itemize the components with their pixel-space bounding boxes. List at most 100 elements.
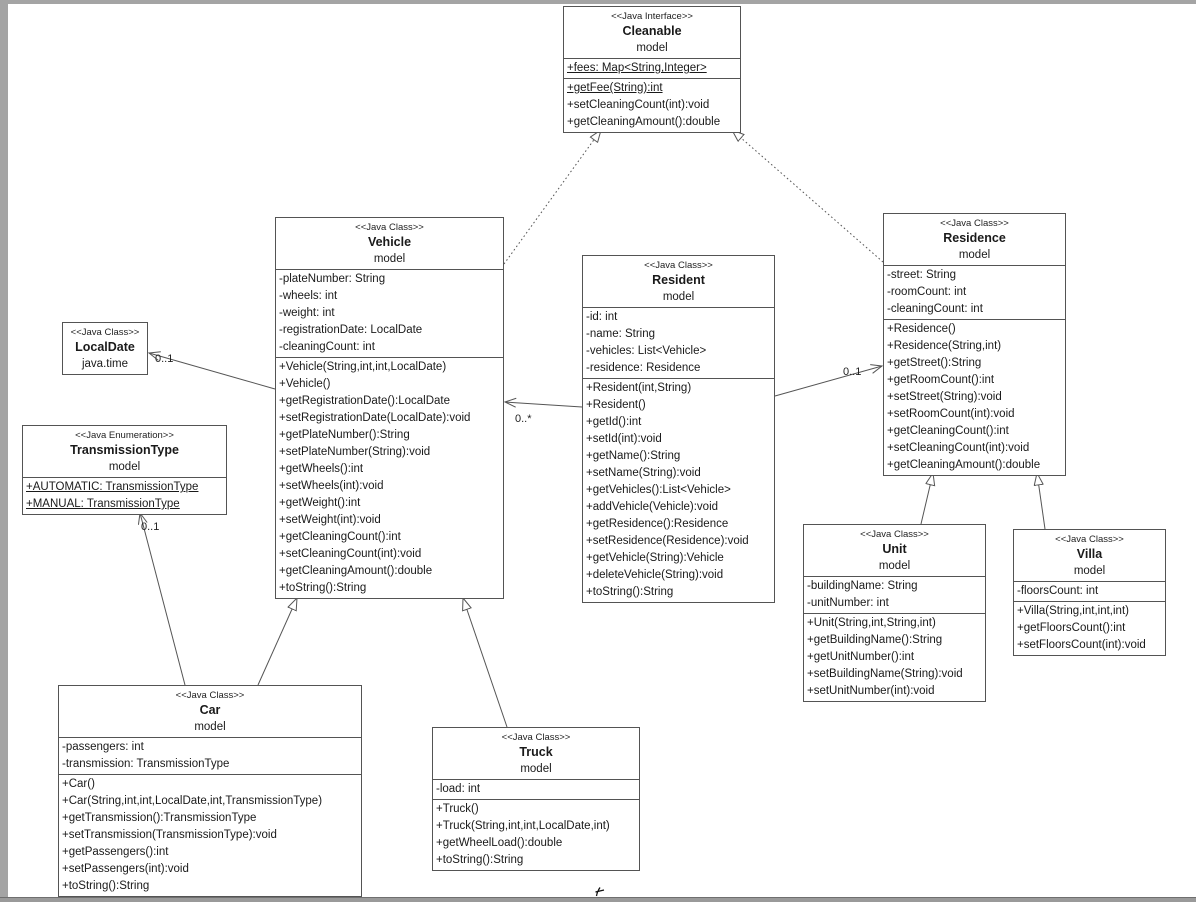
class-package: model: [108, 461, 141, 473]
attribute-row: -weight: int: [279, 307, 335, 319]
class-truck[interactable]: <<Java Class>> Truck model -load: int +Truck…: [432, 727, 640, 871]
class-stereotype: <<Java Class>>: [175, 690, 245, 701]
page-edge-bottom: [0, 897, 1196, 902]
class-name: Truck: [519, 745, 553, 759]
class-methods-compartment: +Residence()+Residence(String,int)+getSt…: [884, 319, 1065, 475]
class-package: model: [662, 291, 695, 303]
class-stereotype: <<Java Class>>: [940, 218, 1009, 229]
attribute-row: +MANUAL: TransmissionType: [26, 498, 180, 510]
class-stereotype: <<Java Class>>: [1055, 534, 1124, 545]
method-row: +setPassengers(int):void: [62, 863, 189, 875]
class-attributes-compartment: -passengers: int-transmission: Transmiss…: [59, 737, 361, 774]
class-stereotype: <<Java Class>>: [355, 222, 424, 233]
method-row: +setId(int):void: [586, 433, 662, 445]
class-stereotype: <<Java Class>>: [860, 529, 929, 540]
class-methods-compartment: +Villa(String,int,int,int)+getFloorsCoun…: [1014, 601, 1165, 655]
method-row: +setCleaningCount(int):void: [887, 442, 1030, 454]
multiplicity-label: 0..1: [155, 353, 174, 365]
edge-vehicle-localdate-association: [149, 353, 276, 390]
edge-villa-residence-generalization: [1037, 473, 1046, 530]
class-transmissiontype[interactable]: <<Java Enumeration>> TransmissionType mode…: [22, 425, 227, 515]
method-row: +getName():String: [586, 450, 681, 462]
method-row: +toString():String: [62, 880, 150, 892]
method-row: +Residence(): [887, 323, 956, 335]
class-methods-compartment: +Truck() +Truck(String,int,int,LocalDate,…: [433, 799, 639, 870]
method-row: +Resident(): [586, 399, 646, 411]
attribute-row: -wheels: int: [279, 290, 338, 302]
class-methods-compartment: +Unit(String,int,String,int)+getBuilding…: [804, 613, 985, 701]
attribute-row: -name: String: [586, 328, 656, 340]
method-row: +toString():String: [279, 582, 367, 594]
class-stereotype: <<Java Interface>>: [611, 11, 693, 22]
method-row: +getFee(String):int: [567, 82, 663, 94]
class-package: model: [1073, 565, 1106, 577]
class-name: Unit: [882, 542, 907, 556]
edge-resident-vehicle-association: [505, 402, 583, 407]
attribute-row: -floorsCount: int: [1017, 585, 1099, 597]
attribute-row: -vehicles: List<Vehicle>: [586, 345, 707, 357]
edge-vehicle-cleanable-realization: [503, 130, 601, 265]
attribute-row: -registrationDate: LocalDate: [279, 324, 423, 336]
method-row: +setCleaningCount(int):void: [567, 99, 710, 111]
page-edge-left: [0, 0, 8, 902]
method-row: +getCleaningAmount():double: [279, 565, 433, 577]
attribute-row: -buildingName: String: [807, 580, 918, 592]
edge-car-transmissiontype-association: [140, 513, 186, 686]
class-attributes-compartment: -street: String-roomCount: int-cleaningC…: [884, 265, 1065, 319]
class-name: TransmissionType: [70, 443, 179, 457]
method-row: +setTransmission(TransmissionType):void: [62, 829, 277, 841]
method-row: +getPassengers():int: [62, 846, 169, 858]
method-row: +getCleaningCount():int: [887, 425, 1009, 437]
class-unit[interactable]: <<Java Class>> Unit model -buildingName: St…: [803, 524, 986, 702]
method-row: +getId():int: [586, 416, 642, 428]
method-row: +Unit(String,int,String,int): [807, 617, 936, 629]
method-row: +getFloorsCount():int: [1017, 622, 1126, 634]
method-row: +setRoomCount(int):void: [887, 408, 1015, 420]
edge-truck-vehicle-generalization: [463, 598, 508, 728]
attribute-row: -transmission: TransmissionType: [62, 758, 230, 770]
method-row: +Truck(String,int,int,LocalDate,int): [436, 820, 610, 832]
attribute-row: -street: String: [887, 269, 957, 281]
edge-unit-residence-generalization: [920, 473, 933, 525]
method-row: +setCleaningCount(int):void: [279, 548, 422, 560]
class-attributes-compartment: -plateNumber: String-wheels: int-weight:…: [276, 269, 503, 357]
method-row: +Car(): [62, 778, 95, 790]
attribute-row: -unitNumber: int: [807, 597, 889, 609]
method-row: +getWheelLoad():double: [436, 837, 563, 849]
class-package: model: [878, 560, 911, 572]
class-stereotype: <<Java Enumeration>>: [75, 430, 174, 441]
class-package: model: [373, 253, 406, 265]
class-package: model: [194, 721, 226, 733]
method-row: +Vehicle(): [279, 378, 331, 390]
attribute-row: -load: int: [436, 783, 481, 795]
class-stereotype: <<Java Class>>: [70, 327, 140, 338]
method-row: +getTransmission():TransmissionType: [62, 812, 257, 824]
method-row: +getPlateNumber():String: [279, 429, 410, 441]
class-stereotype: <<Java Class>>: [501, 732, 571, 743]
attribute-row: -cleaningCount: int: [279, 341, 375, 353]
class-methods-compartment: +Vehicle(String,int,int,LocalDate)+Vehic…: [276, 357, 503, 598]
method-row: +setRegistrationDate(LocalDate):void: [279, 412, 471, 424]
class-name: Cleanable: [622, 24, 682, 38]
method-row: +Truck(): [436, 803, 479, 815]
class-package: model: [520, 763, 552, 775]
method-row: +getRegistrationDate():LocalDate: [279, 395, 450, 407]
attribute-row: +AUTOMATIC: TransmissionType: [26, 481, 199, 493]
method-row: +setWeight(int):void: [279, 514, 381, 526]
attribute-row: -id: int: [586, 311, 618, 323]
class-stereotype: <<Java Class>>: [644, 260, 713, 271]
class-methods-compartment: +getFee(String):int +setCleaningCount(int…: [564, 78, 740, 132]
class-attributes-compartment: -buildingName: String -unitNumber: int: [804, 576, 985, 613]
